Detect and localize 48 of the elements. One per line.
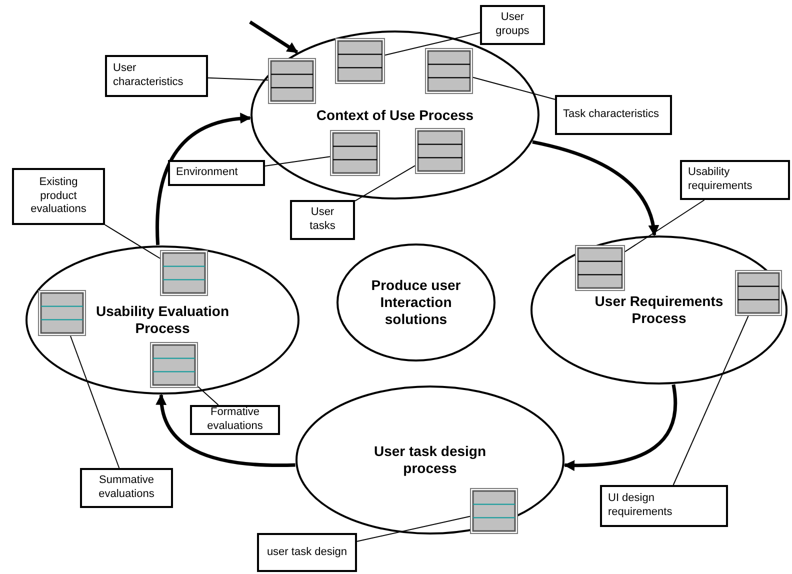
document-icon xyxy=(268,58,316,104)
document-icon xyxy=(160,250,208,296)
document-icon xyxy=(575,245,625,291)
document-icon xyxy=(150,342,198,388)
process-title: User Requirements Process xyxy=(594,293,724,327)
process-ellipse xyxy=(295,385,565,535)
flow-arrow xyxy=(156,394,296,468)
flow-arrow xyxy=(249,20,298,54)
leader-line xyxy=(354,165,416,202)
document-icon xyxy=(335,38,385,84)
leader-line xyxy=(624,200,705,252)
process-ellipse xyxy=(25,245,300,395)
leader-line xyxy=(264,156,330,166)
callout-label: User groups xyxy=(480,5,545,45)
callout-label: Environment xyxy=(168,160,265,186)
process-ellipse xyxy=(336,243,496,362)
leader-line xyxy=(472,76,556,100)
callout-label: user task design xyxy=(257,533,357,572)
callout-label: User characteristics xyxy=(105,55,208,97)
document-icon xyxy=(735,270,782,316)
process-ellipse xyxy=(530,235,788,385)
callout-label: Summative evaluations xyxy=(80,468,173,508)
leader-line xyxy=(198,386,219,406)
leader-line xyxy=(104,224,160,259)
flow-arrow xyxy=(532,140,658,236)
leader-line xyxy=(70,336,120,468)
leader-line xyxy=(384,32,480,56)
callout-label: User tasks xyxy=(290,200,355,240)
callout-label: Usability requirements xyxy=(680,160,790,200)
callout-label: Formative evaluations xyxy=(190,405,280,435)
process-ellipse xyxy=(250,30,540,200)
document-icon xyxy=(470,488,518,534)
document-icon xyxy=(38,290,86,336)
process-title: Produce user Interaction solutions xyxy=(370,277,462,328)
process-title: Usability Evaluation Process xyxy=(94,303,230,337)
process-title: User task design process xyxy=(372,443,488,477)
flow-arrow xyxy=(564,384,677,471)
leader-line xyxy=(356,516,470,542)
document-icon xyxy=(415,128,465,174)
flow-arrow xyxy=(156,113,252,246)
document-icon xyxy=(425,48,473,94)
leader-line xyxy=(672,316,749,486)
process-title: Context of Use Process xyxy=(316,106,474,124)
callout-label: Existing product evaluations xyxy=(12,168,105,225)
callout-label: Task characteristics xyxy=(555,95,672,135)
leader-line xyxy=(208,77,268,81)
document-icon xyxy=(330,130,380,176)
callout-label: UI design requirements xyxy=(600,485,728,527)
